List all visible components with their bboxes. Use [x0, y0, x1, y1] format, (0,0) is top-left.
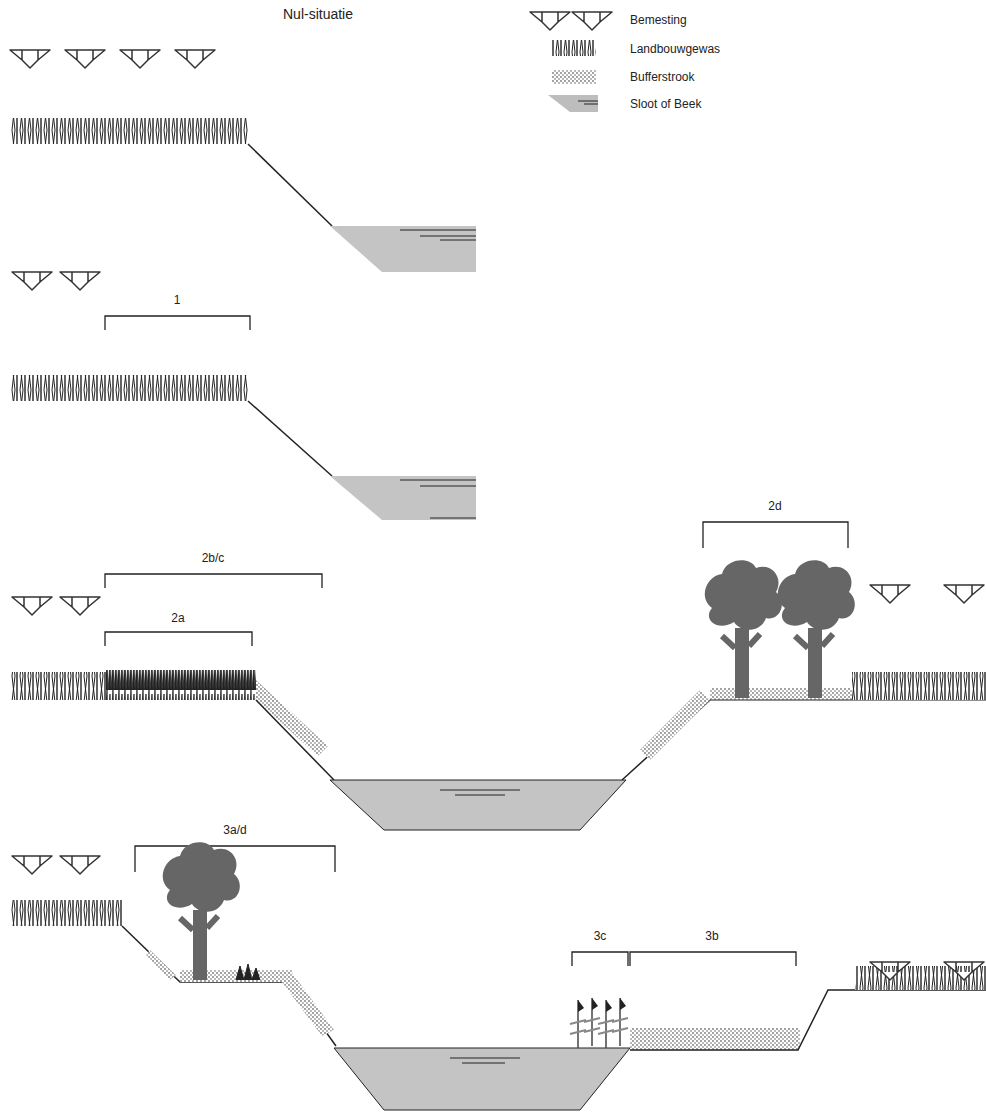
callout-number: 1 — [172, 293, 183, 307]
callout-number: 3c — [592, 929, 609, 943]
callout-number: 2d — [766, 499, 783, 513]
legend-text: Landbouwgewas — [628, 42, 722, 56]
callout-number: 3b — [703, 929, 720, 943]
title: Nul-situatie — [281, 6, 355, 22]
legend-text: Bemesting — [628, 13, 689, 27]
callout-number: 2b/c — [200, 551, 227, 565]
callout-number: 2a — [169, 611, 186, 625]
callout-number: 3a/d — [221, 823, 248, 837]
legend-text: Sloot of Beek — [628, 97, 703, 111]
legend-text: Bufferstrook — [628, 70, 696, 84]
